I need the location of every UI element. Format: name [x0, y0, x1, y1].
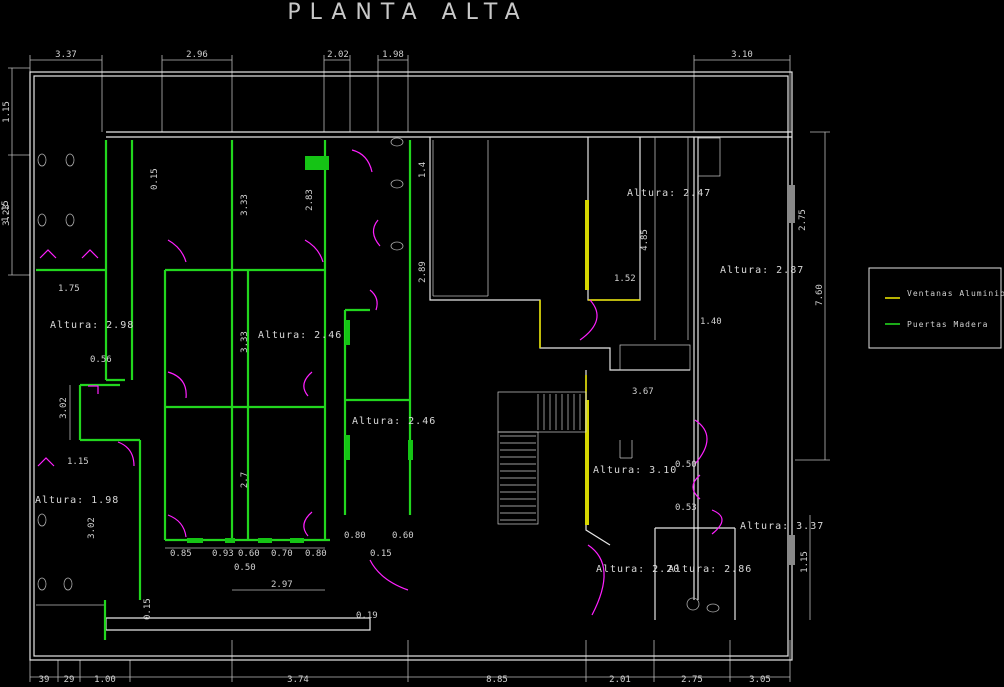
dim-int-4: 3.33	[240, 331, 250, 353]
windows	[539, 185, 795, 565]
dim-bottom-3: 1.00	[94, 675, 116, 685]
dim-int-8: 2.89	[418, 261, 428, 283]
interior-dimensions: 1.15 0.15 3.33 3.33 2.7 2.83 1.4 2.89 4.…	[1, 162, 722, 621]
dim-int-13: 3.67	[632, 387, 654, 397]
dim-right-2: 7.60	[815, 284, 825, 306]
legend-label-doors: Puertas Madera	[907, 320, 988, 329]
dim-bottom-7: 2.75	[681, 675, 703, 685]
dim-int-24: 0.80	[344, 531, 366, 541]
dim-int-17: 0.85	[170, 549, 192, 559]
room-label-4: Altura: 2.47	[627, 188, 711, 199]
dim-int-22: 0.50	[234, 563, 256, 573]
dim-bottom-8: 3.05	[749, 675, 771, 685]
room-label-2: Altura: 2.46	[258, 330, 342, 341]
interior-walls-right	[429, 137, 736, 620]
dim-int-1: 1.15	[1, 200, 11, 222]
dim-int-29: 1.15	[67, 457, 89, 467]
dim-bottom-6: 2.01	[609, 675, 631, 685]
dim-int-19: 0.60	[238, 549, 260, 559]
dim-int-2: 0.15	[150, 168, 160, 190]
dim-int-15: 0.53	[675, 503, 697, 513]
dim-bottom-2: 29	[64, 675, 75, 685]
dim-int-3: 3.33	[240, 194, 250, 216]
room-labels: Altura: 2.98 Altura: 2.46 Altura: 2.46 A…	[35, 188, 824, 575]
dim-top-3: 2.02	[327, 50, 349, 60]
dim-int-10: 1.52	[614, 274, 636, 284]
doors	[187, 156, 413, 543]
dim-int-30: 0.15	[143, 598, 153, 620]
staircase	[497, 137, 721, 525]
room-label-7: Altura: 3.10	[593, 465, 677, 476]
dim-top-5: 3.10	[731, 50, 753, 60]
dim-right-3: 1.15	[800, 551, 810, 573]
legend: Ventanas Aluminio Puertas Madera	[868, 267, 1004, 349]
room-label-6: Altura: 1.98	[35, 495, 119, 506]
dim-int-5: 2.7	[240, 472, 250, 488]
room-label-1: Altura: 2.98	[50, 320, 134, 331]
dim-int-6: 2.83	[305, 189, 315, 211]
left-dimensions: 1.15 3.23 3.02	[2, 67, 71, 440]
legend-label-windows: Ventanas Aluminio	[907, 289, 1004, 298]
dim-bottom-1: 39	[39, 675, 50, 685]
dim-top-2: 2.96	[186, 50, 208, 60]
dim-int-21: 0.80	[305, 549, 327, 559]
dim-int-23: 2.97	[271, 580, 293, 590]
dim-int-18: 0.93	[212, 549, 234, 559]
dim-int-25: 0.15	[370, 549, 392, 559]
fixtures	[37, 137, 720, 613]
room-label-8: Altura: 2.20	[596, 564, 680, 575]
dim-left-3: 3.02	[59, 397, 69, 419]
dim-top-1: 3.37	[55, 50, 77, 60]
room-label-10: Altura: 3.37	[740, 521, 824, 532]
room-label-5: Altura: 2.87	[720, 265, 804, 276]
dim-int-27: 0.19	[356, 611, 378, 621]
dim-left-1: 1.15	[2, 101, 12, 123]
dim-int-26: 0.60	[392, 531, 414, 541]
dim-bottom-5: 8.85	[486, 675, 508, 685]
door-swings	[37, 149, 723, 616]
dim-int-16: 3.02	[87, 517, 97, 539]
dim-top-4: 1.98	[382, 50, 404, 60]
room-label-3: Altura: 2.46	[352, 416, 436, 427]
room-label-9: Altura: 2.86	[668, 564, 752, 575]
top-dimensions: 3.37 2.96 2.02 1.98 3.10	[29, 50, 791, 132]
dim-int-7: 1.4	[418, 162, 428, 178]
bottom-dimensions: 39 29 1.00 3.74 8.85 2.01 2.75 3.05	[29, 640, 791, 685]
right-dimensions: 2.75 7.60 1.15	[795, 131, 830, 620]
dim-int-14: 0.50	[675, 460, 697, 470]
dim-int-28: 1.75	[58, 284, 80, 294]
dim-int-12: 0.56	[90, 355, 112, 365]
dim-int-9: 4.85	[640, 229, 650, 251]
dim-left-2: 3.23	[2, 204, 12, 226]
dim-bottom-4: 3.74	[287, 675, 309, 685]
dim-right-1: 2.75	[798, 209, 808, 231]
interior-walls-green	[36, 140, 412, 640]
plan-title: PLANTA ALTA	[287, 0, 528, 25]
dim-int-20: 0.70	[271, 549, 293, 559]
dim-int-11: 1.40	[700, 317, 722, 327]
